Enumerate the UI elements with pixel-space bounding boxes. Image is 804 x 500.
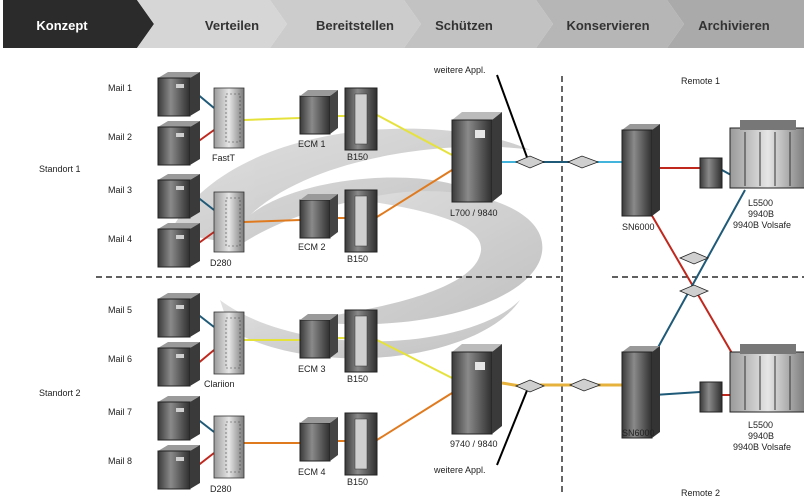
ecm-server-2[interactable] (299, 194, 338, 239)
mail-server-8[interactable] (157, 445, 200, 490)
mail-server-1[interactable] (157, 72, 200, 117)
phase-ribbon: Konzept Verteilen Bereitstellen Schützen… (3, 0, 804, 48)
library-bottom-label: 9740 / 9840 (450, 439, 498, 449)
library-top-label: L700 / 9840 (450, 208, 498, 218)
switch-2[interactable] (566, 155, 600, 169)
storage-arrays (213, 87, 245, 479)
phase-konzept-chevron[interactable] (3, 0, 154, 48)
b150-label-1: B150 (347, 152, 368, 162)
b150-label-2: B150 (347, 254, 368, 264)
mail-3-label: Mail 3 (108, 185, 132, 195)
mail-8-label: Mail 8 (108, 456, 132, 466)
phase-verteilen-label: Verteilen (205, 18, 259, 33)
sn6000-top-label: SN6000 (622, 222, 655, 232)
ecm2-label: ECM 2 (298, 242, 326, 252)
site1-label: Standort 1 (39, 164, 81, 174)
phase-bereitstellen-chevron[interactable] (270, 0, 421, 48)
mail-6-label: Mail 6 (108, 354, 132, 364)
phase-schuetzen-chevron[interactable] (404, 0, 553, 48)
mail-1-label: Mail 1 (108, 83, 132, 93)
ecm1-label: ECM 1 (298, 139, 326, 149)
ecm-servers (299, 90, 338, 462)
remote2-lib-line3: 9940B Volsafe (733, 442, 791, 452)
b150-rack-1[interactable] (344, 87, 378, 151)
mail-7-label: Mail 7 (108, 407, 132, 417)
sn6000-bottom-label: SN6000 (622, 428, 655, 438)
storage-d280-site1[interactable] (213, 191, 245, 253)
b150-rack-2[interactable] (344, 189, 378, 253)
b150-rack-4[interactable] (344, 412, 378, 476)
mail-server-5[interactable] (157, 293, 200, 338)
mail-servers (157, 72, 200, 490)
switch-3[interactable] (514, 379, 546, 393)
b150-rack-3[interactable] (344, 309, 378, 373)
sn6000-units (621, 124, 660, 439)
ecm-server-3[interactable] (299, 314, 338, 359)
remote2-lib-line2: 9940B (748, 431, 774, 441)
storage-d280-site2[interactable] (213, 415, 245, 479)
b150-label-3: B150 (347, 374, 368, 384)
phase-konservieren-label: Konservieren (566, 18, 649, 33)
phase-bereitstellen-label: Bereitstellen (316, 18, 394, 33)
d280-site2-label: D280 (210, 484, 232, 494)
clariion-label: Clariion (204, 379, 235, 389)
mail-2-label: Mail 2 (108, 132, 132, 142)
storage-clariion[interactable] (213, 311, 245, 375)
mail-4-label: Mail 4 (108, 234, 132, 244)
phase-schuetzen-label: Schützen (435, 18, 493, 33)
remote2-lib-line1: L5500 (748, 420, 773, 430)
remote-libraries (699, 120, 804, 413)
library-9740[interactable] (451, 344, 502, 435)
phase-konzept-label: Konzept (36, 18, 88, 33)
library-l700[interactable] (451, 112, 502, 203)
mail-5-label: Mail 5 (108, 305, 132, 315)
b150-racks (344, 87, 378, 476)
remote1-lib-line3: 9940B Volsafe (733, 220, 791, 230)
switch-6[interactable] (678, 284, 710, 298)
mail-server-4[interactable] (157, 223, 200, 268)
mail-server-7[interactable] (157, 396, 200, 441)
storage-fastt[interactable] (213, 87, 245, 149)
remote1-lib-line2: 9940B (748, 209, 774, 219)
sn6000-top[interactable] (621, 124, 660, 217)
ecm-server-4[interactable] (299, 417, 338, 462)
site2-label: Standort 2 (39, 388, 81, 398)
ecm-server-1[interactable] (299, 90, 338, 135)
switch-4[interactable] (568, 378, 602, 392)
separators (96, 76, 804, 492)
further-apps-top-label: weitere Appl. (433, 65, 486, 75)
ecm4-label: ECM 4 (298, 467, 326, 477)
phase-archivieren-label: Archivieren (698, 18, 770, 33)
d280-site1-label: D280 (210, 258, 232, 268)
remote1-lib-line1: L5500 (748, 198, 773, 208)
switch-1[interactable] (514, 155, 546, 169)
further-apps-bottom-label: weitere Appl. (433, 465, 486, 475)
switch-5[interactable] (678, 251, 710, 265)
remote-library-2[interactable] (699, 344, 804, 413)
ecm3-label: ECM 3 (298, 364, 326, 374)
phase-archivieren-chevron[interactable] (667, 0, 804, 48)
sn6000-bottom[interactable] (621, 346, 660, 439)
tape-libraries (451, 112, 502, 435)
mail-server-3[interactable] (157, 174, 200, 219)
phase-verteilen-chevron[interactable] (137, 0, 287, 48)
labels: Standort 1 Standort 2 Remote 1 Remote 2 … (39, 65, 791, 498)
fc-switches (514, 155, 710, 393)
fastt-label: FastT (212, 153, 236, 163)
remote-library-1[interactable] (699, 120, 804, 189)
watermark-logo (170, 128, 543, 359)
b150-label-4: B150 (347, 477, 368, 487)
mail-server-6[interactable] (157, 342, 200, 387)
remote2-label: Remote 2 (681, 488, 720, 498)
remote1-label: Remote 1 (681, 76, 720, 86)
mail-server-2[interactable] (157, 121, 200, 166)
phase-konservieren-chevron[interactable] (536, 0, 684, 48)
